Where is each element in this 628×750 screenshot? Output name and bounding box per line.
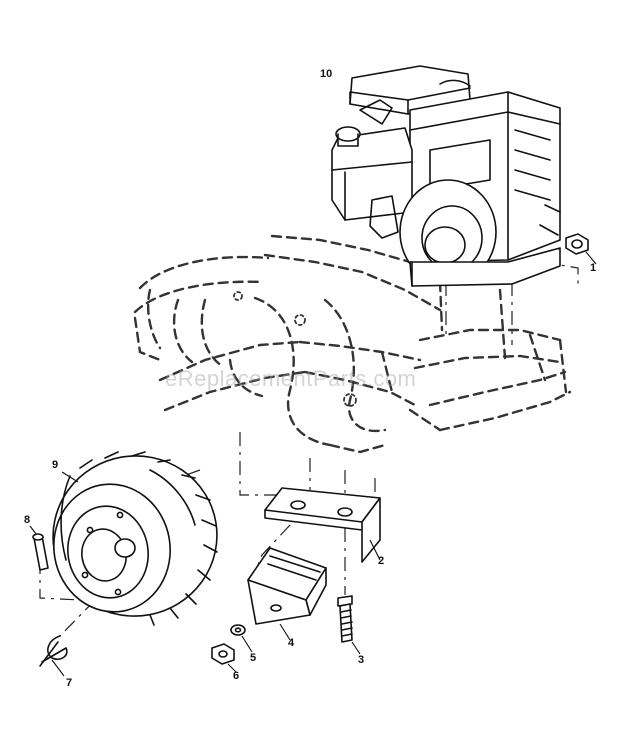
mounting-nut-part-1 <box>565 233 597 265</box>
callout-1: 1 <box>590 262 597 274</box>
hairpin-clip-part-7 <box>39 635 68 677</box>
callout-8: 8 <box>24 514 31 526</box>
callout-3: 3 <box>358 654 365 666</box>
bolt-part-3 <box>337 595 361 655</box>
callout-7: 7 <box>66 677 73 689</box>
tiller-frame-phantom <box>133 234 572 454</box>
watermark-text: eReplacementParts.com <box>165 366 417 391</box>
callout-6: 6 <box>233 670 240 682</box>
callout-2: 2 <box>378 555 385 567</box>
lock-washer-part-5 <box>230 624 253 653</box>
callout-4: 4 <box>288 637 295 649</box>
nut-part-6 <box>211 643 237 673</box>
wheel-tire-part-9 <box>52 451 218 626</box>
callout-10: 10 <box>320 68 333 80</box>
callout-5: 5 <box>250 652 257 664</box>
shield-cover-part-4 <box>247 547 327 641</box>
mounting-bracket-part-2 <box>264 487 381 563</box>
engine-part-10 <box>331 65 561 287</box>
callout-9: 9 <box>52 459 59 471</box>
clevis-pin-part-8 <box>29 525 49 571</box>
